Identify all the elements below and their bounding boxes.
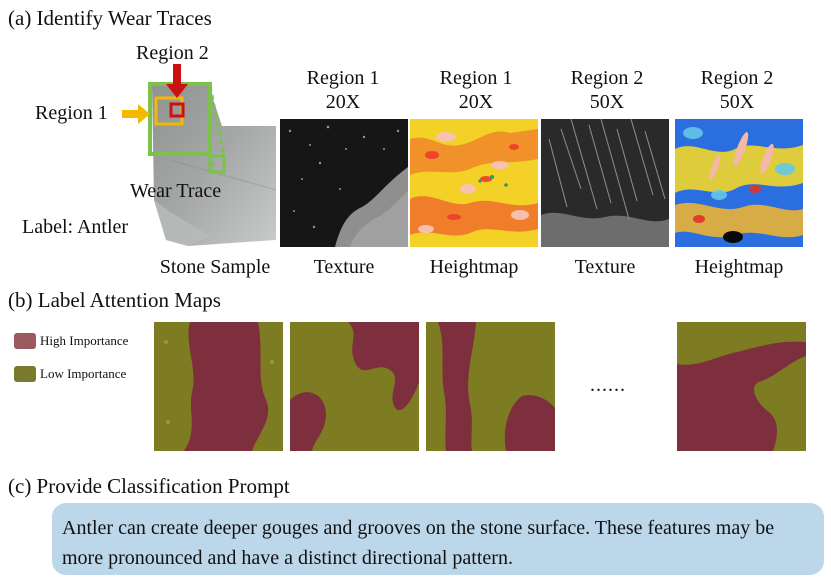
panel-3-header: Region 2 50X [542,66,672,114]
panel-1-caption: Texture [313,256,375,278]
classification-prompt-box: Antler can create deeper gouges and groo… [52,503,824,575]
classification-prompt-text: Antler can create deeper gouges and groo… [62,517,775,569]
panel-2-zoom: 20X [458,91,494,113]
panel-1-region: Region 1 [306,67,380,89]
panel-1-zoom: 20X [325,91,361,113]
stone-caption: Stone Sample [159,256,271,278]
panel-1-header: Region 1 20X [278,66,408,114]
ellipsis-more-maps: ...... [590,374,626,396]
panel-2-region: Region 1 [439,67,513,89]
panel-2-caption: Heightmap [429,256,519,278]
attention-map-4 [677,322,806,451]
panel-4-header: Region 2 50X [672,66,802,114]
legend-low-swatch [14,366,36,382]
panel-2-header: Region 1 20X [411,66,541,114]
section-c-title: (c) Provide Classification Prompt [8,474,290,498]
section-a-title: (a) Identify Wear Traces [8,6,212,30]
section-b-title: (b) Label Attention Maps [8,288,221,312]
panel-4-region: Region 2 [700,67,774,89]
panel-3-zoom: 50X [589,91,625,113]
panel-3-region: Region 2 [570,67,644,89]
attention-map-3 [426,322,555,451]
region-1-arrow [122,104,150,124]
region-2-texture-image [541,119,669,247]
panel-4-caption: Heightmap [694,256,784,278]
region-2-heightmap-image [675,119,803,247]
region-1-texture-image [280,119,408,247]
legend-low-label: Low Importance [40,366,127,381]
panel-4-zoom: 50X [719,91,755,113]
wear-trace-small-box [208,154,226,174]
region-2-box [169,102,185,118]
region-2-label: Region 2 [136,42,209,64]
region-1-heightmap-image [410,119,538,247]
sample-label: Label: Antler [22,216,129,238]
legend-high-label: High Importance [40,333,129,348]
attention-map-2 [290,322,419,451]
region-2-arrow [166,64,188,98]
region-1-label: Region 1 [35,102,108,124]
stone-sample-figure [122,64,277,246]
attention-map-1 [154,322,283,451]
legend-high-swatch [14,333,36,349]
panel-3-caption: Texture [574,256,636,278]
wear-trace-label: Wear Trace [130,180,222,202]
